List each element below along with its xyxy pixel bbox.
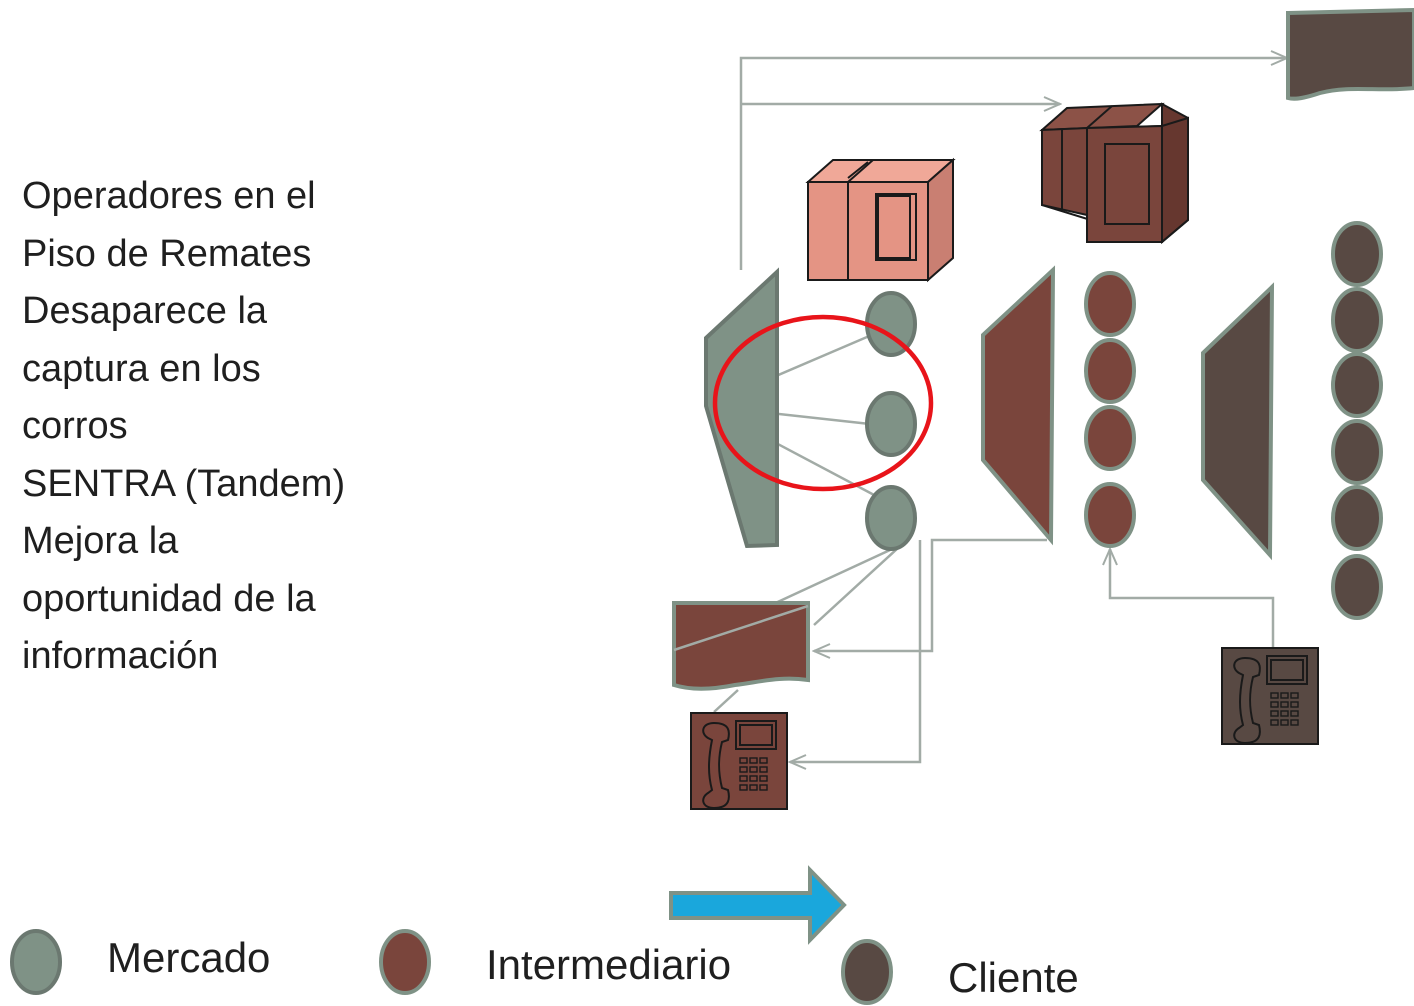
panel-icon-intermediario — [981, 265, 1056, 546]
node-icon-cliente — [1331, 419, 1383, 485]
document-icon-cliente — [1286, 7, 1414, 101]
legend-label-intermediario: Intermediario — [486, 941, 732, 988]
intermediario-nodes — [1084, 271, 1136, 548]
description-line: información — [22, 635, 219, 677]
node-icon-cliente — [1331, 287, 1383, 353]
connector-phone-return — [790, 540, 922, 762]
legend-swatch-intermediario — [379, 929, 431, 995]
monitor-icon-brown — [1039, 102, 1189, 245]
connector-document-return — [814, 538, 1047, 651]
monitor-icon-salmon — [805, 157, 956, 283]
node-icon-cliente — [1331, 221, 1383, 287]
connector-client-phone — [1110, 549, 1275, 668]
flow-arrow-icon — [669, 865, 847, 945]
node-icon-mercado — [865, 291, 917, 357]
node-icon-intermediario — [1084, 271, 1136, 337]
description-line: SENTRA (Tandem) — [22, 462, 346, 505]
description-line: corros — [22, 405, 128, 447]
node-icon-intermediario — [1084, 338, 1136, 404]
telephone-icon-intermediario — [690, 712, 788, 810]
highlight-ring — [712, 314, 934, 492]
panel-icon-mercado — [704, 267, 779, 549]
description-text: Operadores en el Piso de Remates Desapar… — [22, 168, 462, 686]
connector-document-phone — [713, 689, 739, 713]
panel-icon-cliente — [1201, 282, 1275, 561]
description-line: Piso de Remates — [22, 232, 312, 275]
description-line: captura en los — [22, 347, 261, 390]
node-icon-mercado — [865, 485, 917, 551]
legend-label-mercado: Mercado — [107, 934, 271, 981]
node-icon-cliente — [1331, 352, 1383, 418]
cliente-nodes — [1331, 221, 1383, 620]
node-icon-mercado — [865, 391, 917, 457]
description-line: oportunidad de la — [22, 577, 316, 620]
connector-node-document — [813, 547, 899, 626]
legend-swatch-cliente — [841, 939, 893, 1005]
legend-label-cliente: Cliente — [948, 954, 1079, 1001]
connector-top-document — [739, 58, 1287, 270]
description-line: Desaparece la — [22, 290, 268, 332]
description-line: Operadores en el — [22, 175, 316, 217]
node-icon-intermediario — [1084, 482, 1136, 548]
document-icon-intermediario — [672, 601, 810, 691]
description-line: Mejora la — [22, 520, 179, 562]
legend-swatch-mercado — [10, 929, 62, 995]
telephone-icon-cliente — [1221, 647, 1319, 745]
node-icon-cliente — [1331, 485, 1383, 551]
mercado-nodes — [865, 291, 917, 551]
node-icon-intermediario — [1084, 405, 1136, 471]
node-icon-cliente — [1331, 554, 1383, 620]
